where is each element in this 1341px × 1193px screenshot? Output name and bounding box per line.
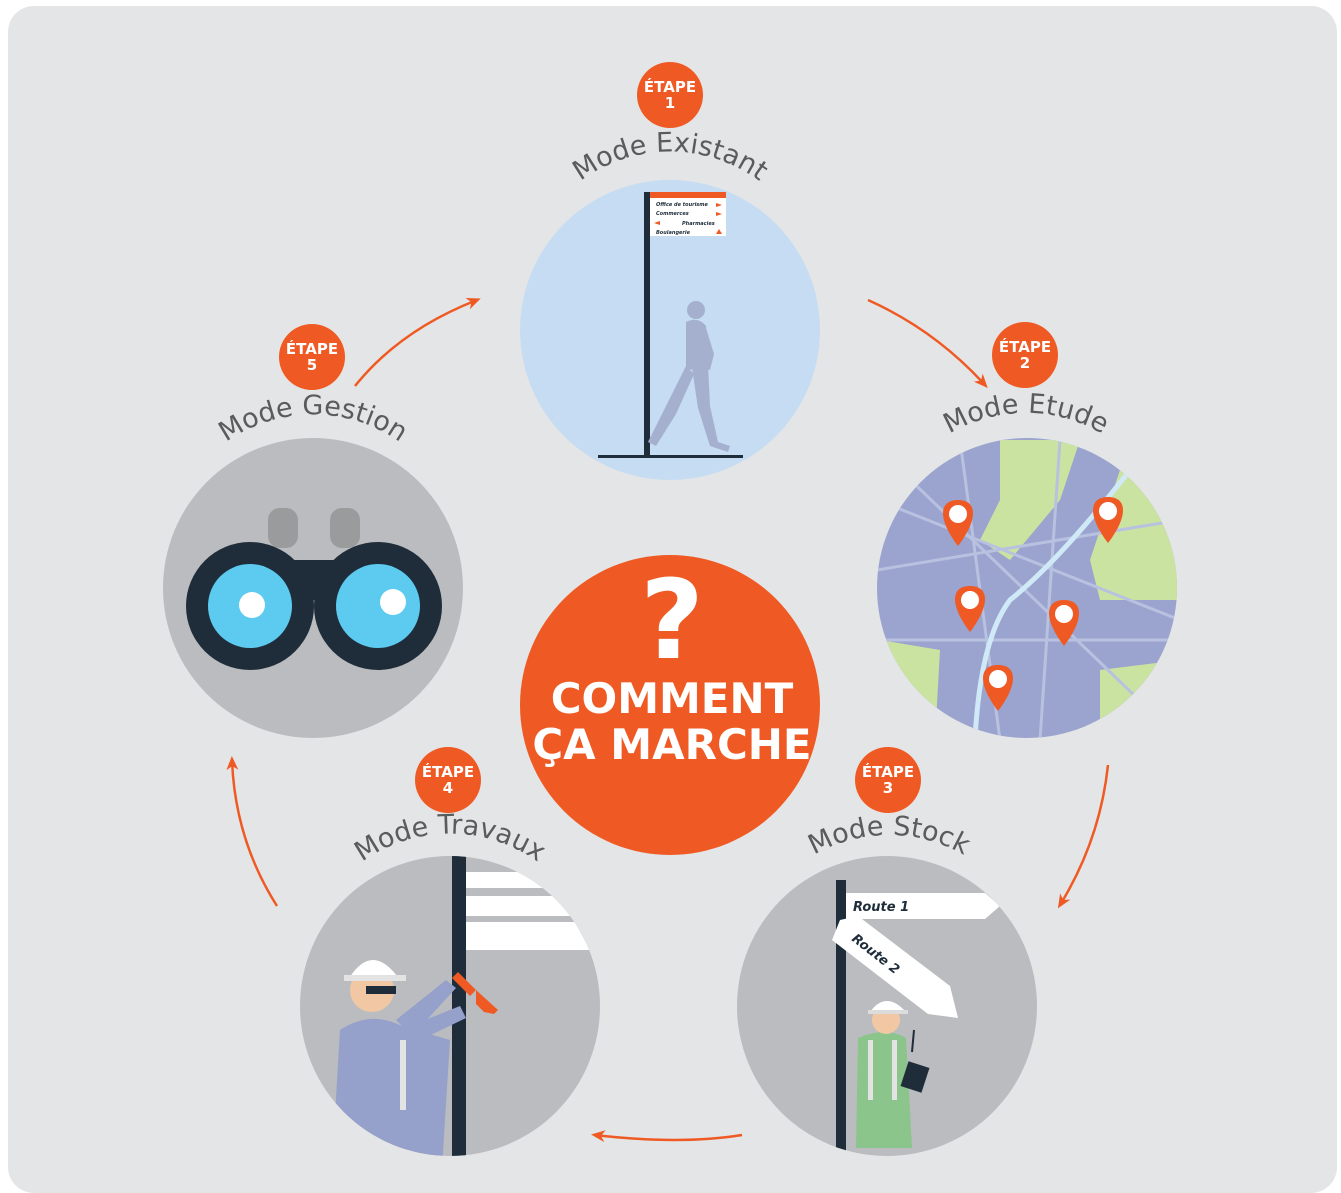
step-1-illustration: Office de tourisme Commerces Pharmacies … [520,180,820,480]
center-headline-line-1: COMMENT [522,676,822,722]
route-1-label: Route 1 [853,900,909,915]
sign-row-3: Pharmacies [682,221,715,227]
arrow-4-to-5 [232,760,277,906]
arrow-2-to-3 [1060,765,1108,905]
step-5-badge: ÉTAPE 5 [279,324,345,390]
sign-row-4: Boulangerie [656,230,691,236]
arrow-1-to-2 [868,300,985,385]
step-3-badge: ÉTAPE 3 [855,747,921,813]
sign-row-2: Commerces [656,211,689,217]
step-1-badge-word: ÉTAPE [644,79,696,95]
step-3-badge-word: ÉTAPE [862,764,914,780]
step-5-badge-word: ÉTAPE [286,341,338,357]
step-4-badge-number: 4 [443,780,453,796]
step-4-badge-word: ÉTAPE [422,764,474,780]
arrow-5-to-1 [355,300,477,386]
sign-row-1: Office de tourisme [656,202,708,208]
step-5-badge-number: 5 [307,357,317,373]
step-1-title: Mode Existant [567,127,773,187]
step-3-illustration: Route 1 Route 2 [737,856,1037,1160]
step-5-illustration [163,438,463,738]
step-2-badge-number: 2 [1020,355,1030,371]
question-mark: ? [522,560,822,680]
step-1-badge: ÉTAPE 1 [637,62,703,128]
step-2-illustration [877,438,1180,740]
step-1-badge-number: 1 [665,95,675,111]
step-4-badge: ÉTAPE 4 [415,747,481,813]
center-headline: COMMENT ÇA MARCHE [522,676,822,768]
step-2-title: Mode Etude [939,389,1114,440]
step-4-illustration [300,856,600,1193]
step-3-title: Mode Stock [803,811,975,861]
arrow-3-to-4 [595,1135,742,1140]
step-2-badge-word: ÉTAPE [999,339,1051,355]
step-2-badge: ÉTAPE 2 [992,322,1058,388]
center-headline-line-2: ÇA MARCHE [522,722,822,768]
step-3-badge-number: 3 [883,780,893,796]
